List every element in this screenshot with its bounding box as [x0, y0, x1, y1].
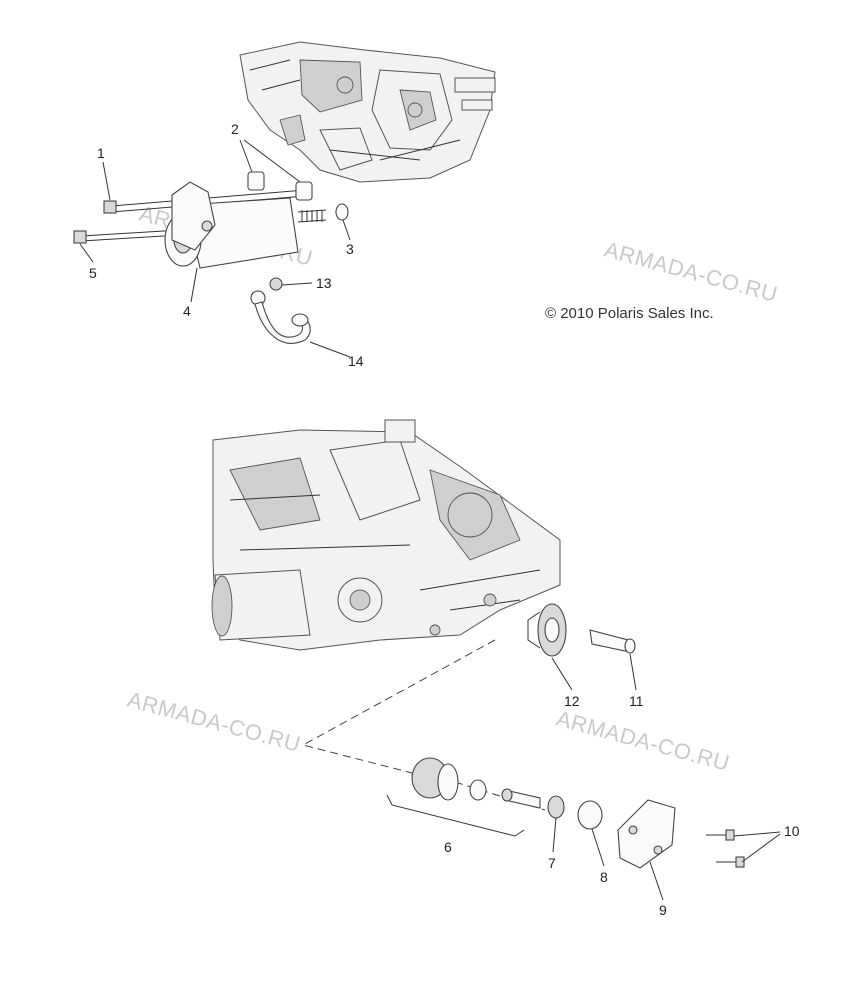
bolts-10 — [706, 829, 745, 868]
bracket-6 — [386, 794, 525, 837]
callout-12: 12 — [564, 693, 580, 709]
callout-9: 9 — [659, 902, 667, 918]
callout-4: 4 — [183, 303, 191, 319]
bottom-leader-lines — [551, 653, 781, 901]
watermark-bottom-left: ARMADA-CO.RU — [125, 687, 304, 757]
callout-8: 8 — [600, 869, 608, 885]
o-ring-8 — [577, 800, 603, 830]
bolt-5-head — [73, 230, 87, 244]
starter-motor-assembly — [73, 171, 349, 344]
bolt-5-shaft — [81, 229, 181, 237]
cover-9 — [617, 799, 676, 869]
callout-3: 3 — [346, 241, 354, 257]
callout-13: 13 — [316, 275, 332, 291]
engine-block-bottom — [211, 419, 561, 651]
callout-11: 11 — [629, 693, 644, 709]
engine-block-top — [239, 41, 496, 183]
dowel-2a — [247, 171, 265, 191]
bolt-1-head — [103, 200, 117, 214]
bushing-11 — [589, 629, 636, 654]
o-ring-3 — [335, 203, 349, 221]
callout-1: 1 — [97, 145, 105, 161]
top-leader-lines — [79, 139, 351, 358]
copyright-text: © 2010 Polaris Sales Inc. — [545, 305, 714, 322]
gear-12 — [527, 603, 567, 657]
dowel-2b — [295, 181, 313, 201]
nut-13 — [269, 277, 283, 291]
callout-7: 7 — [548, 855, 556, 871]
assembly-dashed-line — [301, 639, 496, 776]
callout-14: 14 — [348, 353, 364, 369]
callout-2: 2 — [231, 121, 239, 137]
callout-6: 6 — [444, 839, 452, 855]
callout-10: 10 — [784, 823, 800, 839]
watermark-bottom-right: ARMADA-CO.RU — [554, 706, 733, 776]
callout-5: 5 — [89, 265, 97, 281]
drive-gear-6 — [411, 757, 541, 809]
bearing-7 — [547, 795, 565, 819]
watermark-top-right: ARMADA-CO.RU — [602, 237, 781, 307]
